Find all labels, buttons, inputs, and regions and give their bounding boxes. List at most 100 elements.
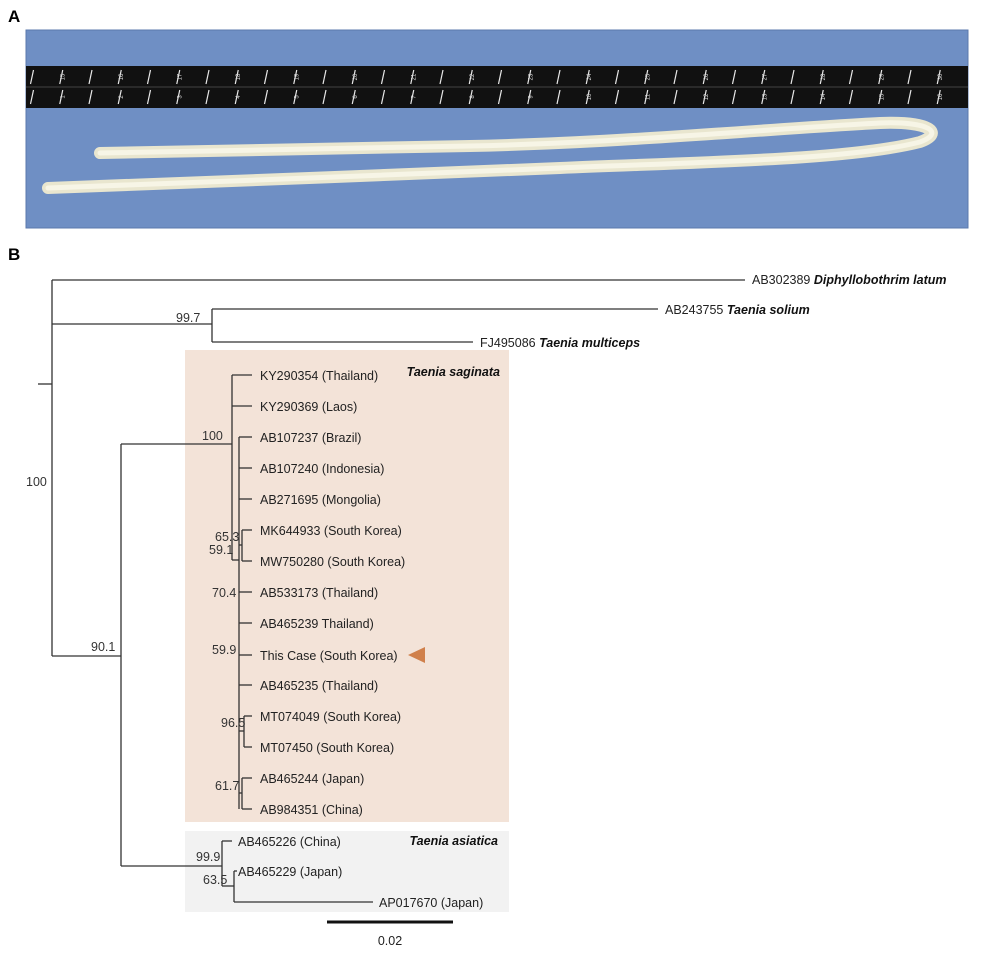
support-value: 59.1 — [209, 543, 233, 557]
ruler-tick — [790, 69, 795, 85]
tip-label: AB465226 (China) — [238, 835, 341, 849]
ruler-tick — [761, 69, 766, 85]
ruler-number: 4 — [236, 95, 242, 99]
tip-taenia-solium: AB243755 Taenia solium — [665, 303, 810, 317]
ruler-tick — [410, 89, 415, 105]
support-value: 63.5 — [203, 873, 227, 887]
ruler-tick — [88, 69, 93, 85]
scale-bar-label: 0.02 — [378, 934, 402, 948]
phylogenetic-tree — [38, 279, 745, 903]
ruler-tick — [673, 89, 678, 105]
ruler-tick — [176, 69, 181, 85]
tip-label: KY290369 (Laos) — [260, 400, 357, 414]
ruler-tick — [936, 69, 941, 85]
ruler-number: 24 — [587, 73, 593, 80]
ruler-number: 15 — [879, 93, 885, 100]
ruler-number: 25 — [645, 73, 651, 80]
ruler-tick — [117, 69, 122, 85]
panel-a-label: A — [8, 7, 20, 26]
ruler-tick — [439, 69, 444, 85]
ruler-tick — [556, 69, 561, 85]
ruler-tick — [59, 89, 64, 105]
ruler-number: 8 — [470, 95, 476, 99]
ruler-tick — [468, 89, 473, 105]
ruler-tick — [585, 89, 590, 105]
tapeworm-specimen — [42, 116, 938, 194]
tip-label: KY290354 (Thailand) — [260, 369, 378, 383]
ruler-number: 2 — [119, 95, 125, 99]
ruler-tick — [907, 69, 912, 85]
tip-label: AB465229 (Japan) — [238, 865, 342, 879]
ruler-tick — [644, 89, 649, 105]
tip-label: AB533173 (Thailand) — [260, 586, 378, 600]
ruler-tick — [673, 69, 678, 85]
ruler-number: 28 — [821, 73, 827, 80]
ruler-tick — [234, 69, 239, 85]
ruler-tick — [29, 69, 35, 85]
ruler-tick — [117, 89, 122, 105]
this-case-arrow-icon — [408, 647, 425, 663]
ruler-number: 20 — [353, 73, 359, 80]
support-value: 96.5 — [221, 716, 245, 730]
ruler-number: 16 — [119, 73, 125, 80]
ruler-tick — [322, 69, 327, 85]
ruler-tick — [380, 89, 386, 105]
ruler-tick — [702, 69, 707, 85]
ruler-tick — [527, 89, 532, 105]
ruler-tick — [146, 69, 152, 85]
tip-label: AB271695 (Mongolia) — [260, 493, 381, 507]
ruler-tick — [790, 89, 795, 105]
ruler-tick — [878, 89, 883, 105]
ruler-number: 13 — [762, 93, 768, 100]
ruler-number: 14 — [821, 93, 827, 100]
ruler-tick — [848, 69, 854, 85]
ruler-number: 16 — [938, 93, 944, 100]
ruler-number: 18 — [236, 73, 242, 80]
ruler-tick — [176, 89, 181, 105]
ruler-number: 5 — [294, 95, 300, 99]
support-value: 70.4 — [212, 586, 236, 600]
ruler-tick — [936, 89, 941, 105]
tip-label: AB465244 (Japan) — [260, 772, 364, 786]
tip-diphyllobothrium: AB302389 Diphyllobothrim latum — [752, 273, 947, 287]
ruler-number: 19 — [294, 73, 300, 80]
ruler-tick — [614, 69, 620, 85]
ruler-number: 27 — [762, 73, 768, 80]
ruler-tick — [731, 69, 737, 85]
ruler-tick — [702, 89, 707, 105]
ruler-tick — [556, 89, 561, 105]
tip-label: AP017670 (Japan) — [379, 896, 483, 910]
ruler-number: 6 — [353, 95, 359, 99]
ruler-number: 21 — [411, 73, 417, 80]
ruler-tick — [59, 69, 64, 85]
ruler-tick — [497, 89, 503, 105]
support-value: 59.9 — [212, 643, 236, 657]
ruler-tick — [263, 69, 269, 85]
ruler-number: 22 — [470, 73, 476, 80]
support-value: 99.7 — [176, 311, 200, 325]
tip-taenia-multiceps: FJ495086 Taenia multiceps — [480, 336, 640, 350]
ruler-tick — [819, 69, 824, 85]
tip-label: AB465235 (Thailand) — [260, 679, 378, 693]
support-value: 65.3 — [215, 530, 239, 544]
support-value: 100 — [26, 475, 47, 489]
ruler-tick — [878, 69, 883, 85]
ruler-number: 30 — [938, 73, 944, 80]
ruler-tick — [585, 69, 590, 85]
ruler-tick — [205, 89, 210, 105]
tip-label-this-case: This Case (South Korea) — [260, 649, 398, 663]
ruler-tick — [761, 89, 766, 105]
asiatica-clade-box — [185, 831, 509, 912]
ruler-number: 1 — [60, 95, 66, 99]
ruler-tick — [907, 89, 912, 105]
tip-label: MT07450 (South Korea) — [260, 741, 394, 755]
ruler-tick — [468, 69, 473, 85]
ruler-tick — [614, 89, 620, 105]
tip-label: AB107237 (Brazil) — [260, 431, 361, 445]
tip-label: MT074049 (South Korea) — [260, 710, 401, 724]
ruler-tick — [234, 89, 239, 105]
ruler-tick — [819, 89, 824, 105]
